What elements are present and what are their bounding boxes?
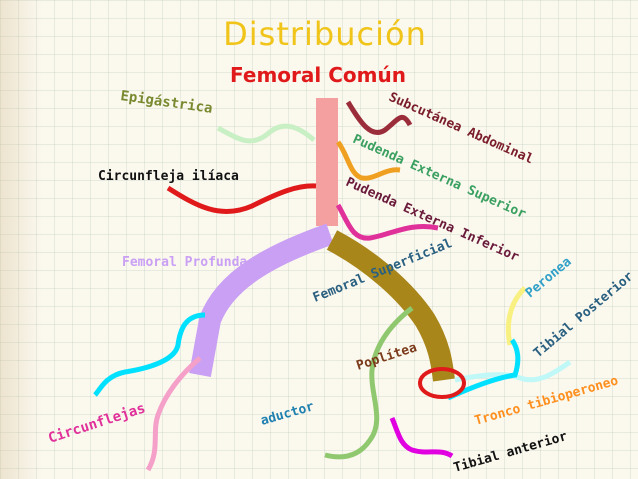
- label-femoral-profunda: Femoral Profunda: [122, 255, 247, 270]
- femoral-profunda-branch: [189, 223, 334, 377]
- femoral-comun-trunk: [316, 98, 338, 226]
- label-peronea: Peronea: [523, 254, 575, 301]
- tibial-anterior-line: [389, 417, 454, 459]
- label-poplitea: Poplítea: [355, 340, 419, 374]
- diagram-title: Distribución: [223, 15, 427, 53]
- tibial-posterior-line: [454, 359, 572, 383]
- subcutanea-abdominal-line: [345, 100, 413, 135]
- peronea-line: [505, 286, 527, 346]
- circunfleja-iliaca-line: [166, 183, 317, 214]
- label-circunfleja-iliaca: Circunfleja ilíaca: [98, 169, 239, 184]
- circunflejas-cyan-line: [93, 312, 206, 397]
- label-aductor: aductor: [259, 399, 316, 429]
- label-circunflejas: Circunflejas: [46, 400, 147, 446]
- label-epigastrica: Epigástrica: [119, 88, 213, 117]
- pudenda-inferior-line: [335, 203, 439, 241]
- pudenda-superior-line: [335, 140, 401, 181]
- division-marker-ellipse: [418, 367, 466, 399]
- poplitea-line: [324, 306, 414, 460]
- tronco-tibioperoneo-line: [446, 338, 521, 401]
- femoral-superficial-branch: [326, 230, 455, 382]
- diagram-subtitle: Femoral Común: [230, 63, 406, 87]
- epigastrica-line: [216, 123, 316, 144]
- label-tibial-anterior: Tibial anterior: [452, 429, 569, 476]
- circunflejas-pink-line: [145, 356, 202, 472]
